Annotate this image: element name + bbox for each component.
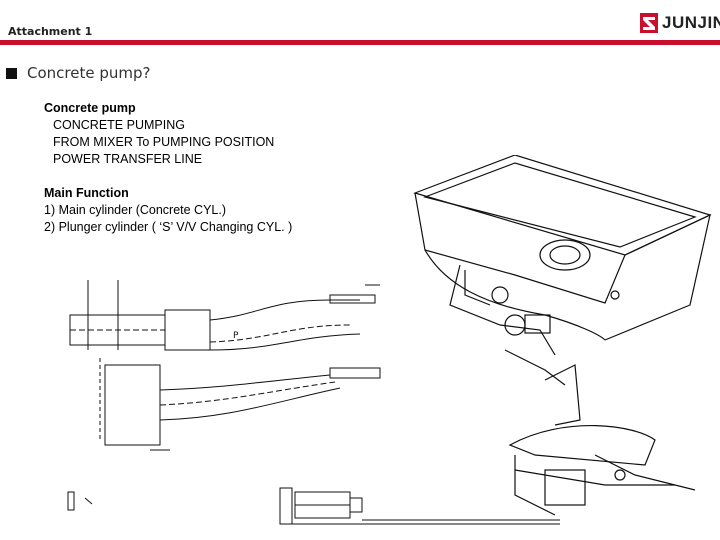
section-heading: Concrete pump? — [6, 64, 150, 82]
list-item: 1) Main cylinder (Concrete CYL.) — [44, 203, 227, 217]
attachment-label: Attachment 1 — [8, 25, 93, 38]
pump-detail-drawing — [67, 487, 560, 525]
heading-main-function: Main Function — [44, 186, 129, 200]
list-item: 2) Plunger cylinder ( ‘S’ V/V Changing C… — [44, 220, 293, 234]
square-bullet-icon — [6, 67, 17, 79]
hopper-drawing — [413, 155, 712, 516]
logo-wordmark: JUNJIN — [662, 13, 720, 32]
section-title: Concrete pump? — [27, 64, 151, 82]
svg-text:P: P — [233, 331, 239, 341]
junjin-logo-icon — [640, 13, 658, 33]
content-text: Concrete pump CONCRETE PUMPING FROM MIXE… — [44, 100, 292, 236]
brand-logo: JUNJIN — [640, 11, 720, 35]
list-item: FROM MIXER To PUMPING POSITION — [53, 135, 275, 149]
list-item: CONCRETE PUMPING — [53, 118, 185, 132]
pipeline-drawing: P — [69, 280, 381, 451]
header-accent-line — [0, 40, 720, 45]
list-item: POWER TRANSFER LINE — [53, 152, 203, 166]
header-bar: Attachment 1 JUNJIN — [0, 0, 720, 46]
heading-concrete-pump: Concrete pump — [44, 101, 136, 115]
